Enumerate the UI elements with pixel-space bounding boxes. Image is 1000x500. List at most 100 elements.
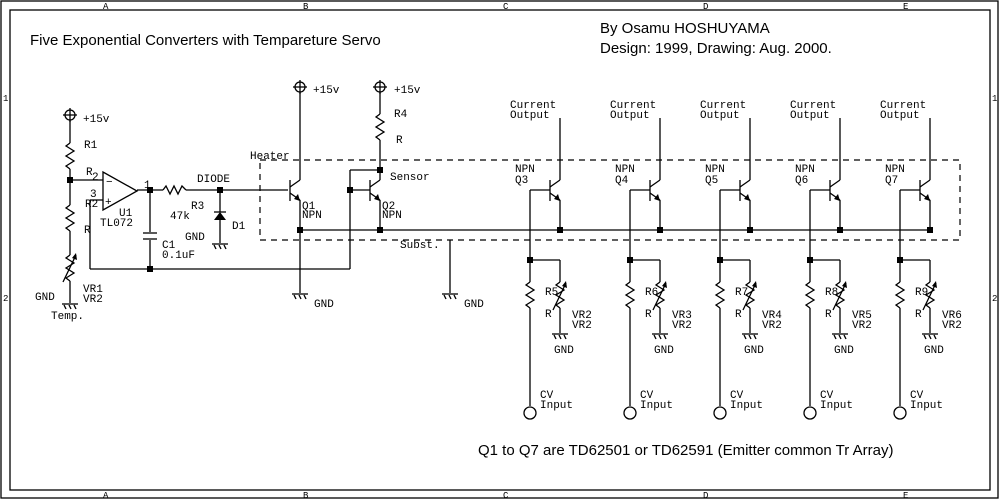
subst-label: Subst. xyxy=(400,240,440,252)
gnd-label: GND xyxy=(834,345,854,357)
r3-label: R3 xyxy=(191,201,204,213)
r1-label: R1 xyxy=(84,140,98,152)
vr-part-label: VR2 xyxy=(942,320,962,332)
transistor-label: Q5 xyxy=(705,175,718,187)
current-output-label-2: Output xyxy=(880,110,920,122)
transistor-q3 xyxy=(549,179,561,201)
column-marker-bottom: E xyxy=(903,491,908,500)
ground-icon xyxy=(742,333,758,340)
gnd-label-d1: GND xyxy=(185,232,205,244)
minus-sign: − xyxy=(106,177,113,189)
current-output-label-2: Output xyxy=(790,110,830,122)
vcc-symbol xyxy=(293,80,307,94)
dates-text: Design: 1999, Drawing: Aug. 2000. xyxy=(600,40,832,57)
r2-top-label: R xyxy=(86,167,93,179)
resistor-r2 xyxy=(64,204,76,232)
cv-input-terminal[interactable] xyxy=(803,406,817,420)
diode-net-label: DIODE xyxy=(197,174,230,186)
resistor-label: R5 xyxy=(545,287,558,299)
transistor-type: NPN xyxy=(615,164,635,176)
transistor-q2 xyxy=(369,179,381,201)
resistor-value: R xyxy=(545,309,552,321)
transistor-q4 xyxy=(649,179,661,201)
cv-input-label: Input xyxy=(730,400,763,412)
column-marker-bottom: C xyxy=(503,491,509,500)
ground-icon xyxy=(62,303,78,310)
vcc-symbol xyxy=(63,108,77,122)
cv-input-terminal[interactable] xyxy=(713,406,727,420)
transistor-array-box xyxy=(259,159,961,241)
cv-input-terminal[interactable] xyxy=(623,406,637,420)
ground-icon xyxy=(552,333,568,340)
resistor xyxy=(894,281,906,309)
resistor-label: R9 xyxy=(915,287,928,299)
resistor-value: R xyxy=(915,309,922,321)
cv-label: CV xyxy=(540,390,554,402)
opamp-u1 xyxy=(102,170,139,212)
transistor-label: Q6 xyxy=(795,175,808,187)
r-label: R xyxy=(84,225,91,237)
vr-part-label: VR2 xyxy=(572,320,592,332)
r3-value: 47k xyxy=(170,211,190,223)
column-marker-bottom: A xyxy=(103,491,109,500)
column-marker-top: E xyxy=(903,2,908,12)
vr-label: VR5 xyxy=(852,310,872,322)
cv-input-label: Input xyxy=(540,400,573,412)
current-output-label-2: Output xyxy=(700,110,740,122)
inner-frame xyxy=(9,9,991,491)
diode-d1 xyxy=(214,212,226,220)
c1-label: C1 xyxy=(162,240,176,252)
current-output-label-2: Output xyxy=(610,110,650,122)
column-marker-top: D xyxy=(703,2,708,12)
resistor-value: R xyxy=(645,309,652,321)
resistor xyxy=(714,281,726,309)
current-output-label: Current xyxy=(610,100,656,112)
transistor-label: Q7 xyxy=(885,175,898,187)
resistor-label: R8 xyxy=(825,287,838,299)
c1-value: 0.1uF xyxy=(162,250,195,262)
column-marker-top: C xyxy=(503,2,509,12)
ground-icon xyxy=(652,333,668,340)
ground-icon xyxy=(442,293,458,300)
vcc-label-q2: +15v xyxy=(394,85,421,97)
q1-label: Q1 xyxy=(302,201,316,213)
vr1-part-label: VR2 xyxy=(83,294,103,306)
current-output-label: Current xyxy=(510,100,556,112)
row-marker: 2 xyxy=(3,294,8,304)
current-output-label: Current xyxy=(700,100,746,112)
cv-input-terminal[interactable] xyxy=(523,406,537,420)
cv-input-terminal[interactable] xyxy=(893,406,907,420)
vcc-label: +15v xyxy=(83,114,110,126)
q1-type: NPN xyxy=(302,210,322,222)
ground-icon xyxy=(292,293,308,300)
gnd-label: GND xyxy=(654,345,674,357)
u1-part-label: TL072 xyxy=(100,218,133,230)
row-marker: 1 xyxy=(3,94,8,104)
resistor-label: R7 xyxy=(735,287,748,299)
r4-label: R4 xyxy=(394,109,408,121)
gnd-label: GND xyxy=(35,292,55,304)
transistor-q6 xyxy=(829,179,841,201)
resistor xyxy=(624,281,636,309)
resistor-r1 xyxy=(64,142,76,170)
transistor-label: Q4 xyxy=(615,175,629,187)
array-note: Q1 to Q7 are TD62501 or TD62591 (Emitter… xyxy=(478,442,893,459)
vr-part-label: VR2 xyxy=(762,320,782,332)
transistor-type: NPN xyxy=(795,164,815,176)
ground-icon xyxy=(922,333,938,340)
cv-input-label: Input xyxy=(820,400,853,412)
column-marker-top: A xyxy=(103,2,109,12)
vcc-label-q1: +15v xyxy=(313,85,340,97)
current-output-label-2: Output xyxy=(510,110,550,122)
ground-icon xyxy=(832,333,848,340)
resistor-r4 xyxy=(374,113,386,141)
vr-label: VR6 xyxy=(942,310,962,322)
resistor-value: R xyxy=(735,309,742,321)
cv-label: CV xyxy=(730,390,744,402)
